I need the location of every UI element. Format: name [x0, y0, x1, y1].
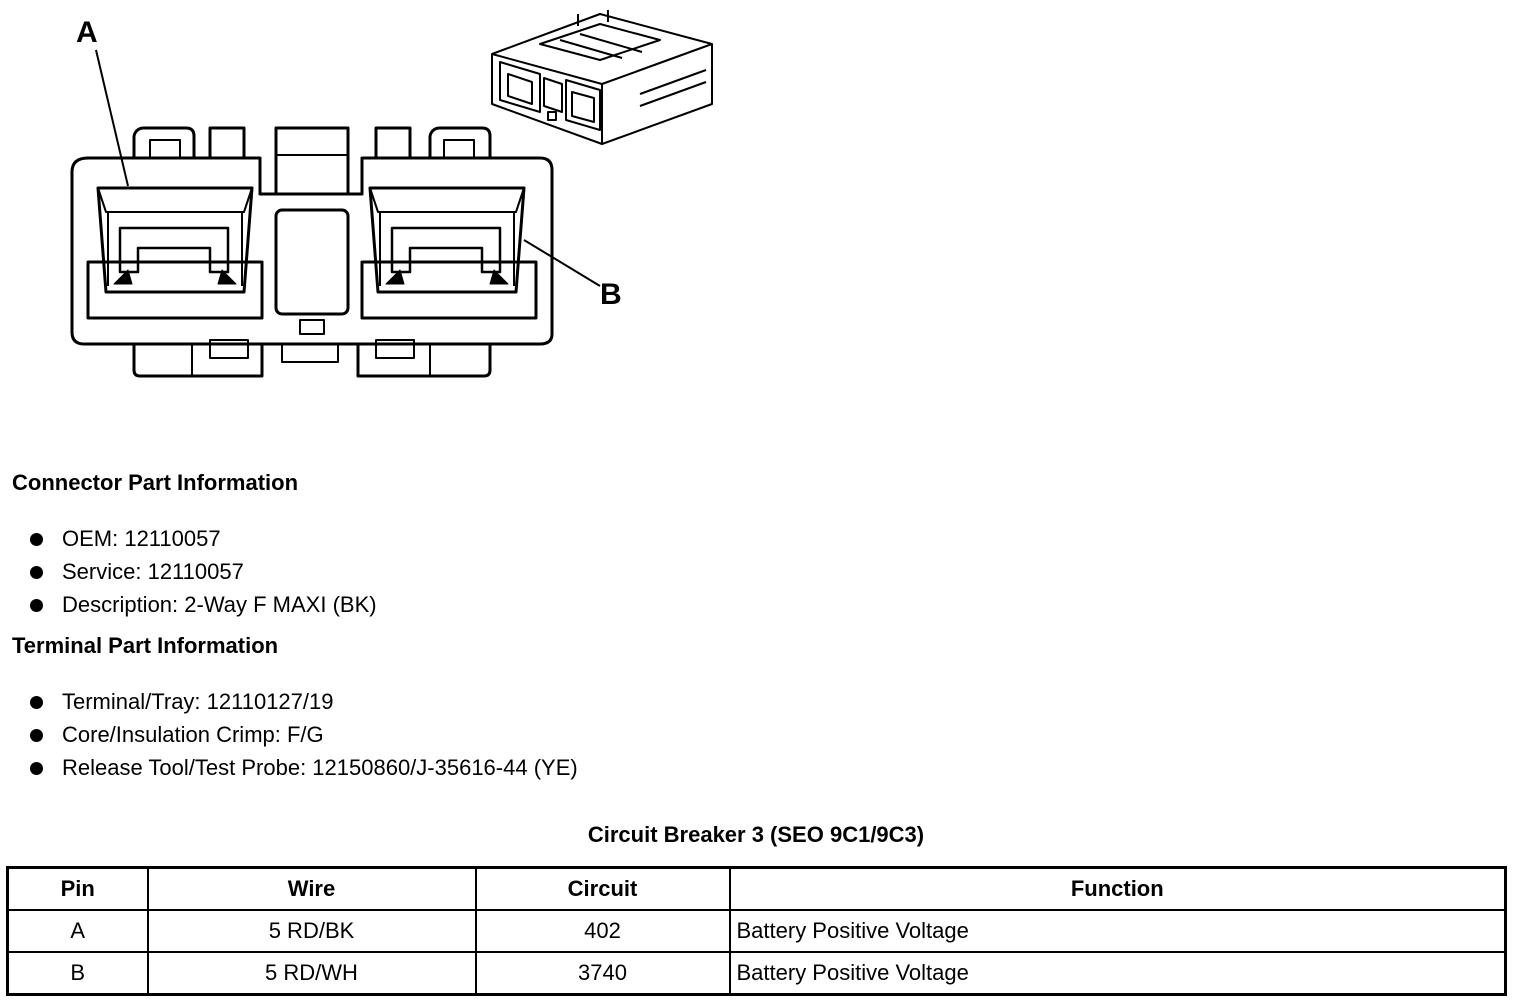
bullet-icon [30, 729, 43, 742]
cell-function: Battery Positive Voltage [728, 909, 1507, 953]
connector-face-diagram: A B [70, 10, 713, 378]
list-item: Core/Insulation Crimp: F/G [28, 718, 578, 751]
top-tab-center [274, 126, 350, 196]
callout-a-leader [95, 49, 129, 187]
table-header-row: Pin Wire Circuit Function [6, 866, 1507, 911]
top-tab-left-small [208, 126, 246, 160]
bullet-icon [30, 533, 43, 546]
top-tab-right-inner [443, 139, 475, 159]
cavity-b [360, 186, 538, 320]
bottom-key [281, 343, 339, 363]
pinout-table: Pin Wire Circuit Function A 5 RD/BK 402 … [6, 866, 1507, 996]
list-item: OEM: 12110057 [28, 522, 377, 555]
bullet-icon [30, 696, 43, 709]
center-post [274, 208, 350, 316]
callout-b-label: B [600, 278, 622, 311]
connector-info-title: Connector Part Information [12, 470, 299, 495]
bullet-icon [30, 599, 43, 612]
connector-isometric-view [491, 10, 713, 145]
cell-circuit: 402 [474, 909, 731, 953]
bullet-icon [30, 566, 43, 579]
connector-housing [70, 156, 554, 346]
terminal-info-list: Terminal/Tray: 12110127/19 Core/Insulati… [28, 685, 578, 784]
bottom-tabs-right [356, 344, 492, 378]
cell-pin: B [6, 951, 149, 996]
top-tab-left-inner [149, 139, 181, 159]
list-item: Service: 12110057 [28, 555, 377, 588]
bottom-tabs-left [132, 344, 264, 378]
header-function: Function [728, 866, 1507, 911]
callout-a-label: A [76, 16, 98, 49]
bullet-icon [30, 762, 43, 775]
cell-wire: 5 RD/BK [146, 909, 477, 953]
cell-pin: A [6, 909, 149, 953]
cell-function: Battery Positive Voltage [728, 951, 1507, 996]
connector-info-list: OEM: 12110057 Service: 12110057 Descript… [28, 522, 377, 621]
cavity-a [86, 186, 264, 320]
table-title: Circuit Breaker 3 (SEO 9C1/9C3) [587, 822, 925, 847]
terminal-info-title: Terminal Part Information [12, 633, 279, 658]
header-wire: Wire [146, 866, 477, 911]
list-item: Description: 2-Way F MAXI (BK) [28, 588, 377, 621]
cell-wire: 5 RD/WH [146, 951, 477, 996]
list-item: Release Tool/Test Probe: 12150860/J-3561… [28, 751, 578, 784]
header-circuit: Circuit [474, 866, 731, 911]
list-item: Terminal/Tray: 12110127/19 [28, 685, 578, 718]
table-row: B 5 RD/WH 3740 Battery Positive Voltage [6, 951, 1507, 996]
callout-b-leader [523, 239, 601, 287]
top-tab-left-outer [132, 126, 196, 158]
top-tab-right-small [374, 126, 412, 160]
cell-circuit: 3740 [474, 951, 731, 996]
table-row: A 5 RD/BK 402 Battery Positive Voltage [6, 909, 1507, 953]
top-tab-right-outer [428, 126, 492, 158]
header-pin: Pin [6, 866, 149, 911]
